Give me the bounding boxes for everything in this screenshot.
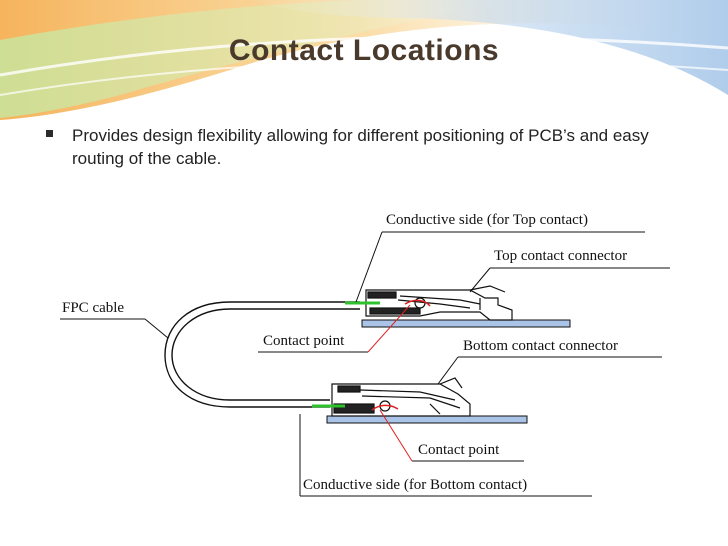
label-contact-point-top: Contact point — [263, 333, 345, 349]
bottom-contact-mark — [371, 404, 399, 411]
bottom-pcb — [326, 415, 528, 424]
label-fpc-cable: FPC cable — [62, 300, 125, 316]
slide-title: Contact Locations — [228, 34, 500, 67]
label-conductive-side-bottom: Conductive side (for Bottom contact) — [303, 477, 528, 493]
bullet-marker — [46, 130, 53, 137]
leader-lines — [60, 231, 670, 497]
label-conductive-side-top: Conductive side (for Top contact) — [386, 212, 588, 228]
bullet-text: Provides design flexibility allowing for… — [72, 126, 649, 168]
top-contact-connector — [365, 285, 513, 321]
fpc-cable — [164, 301, 360, 408]
bottom-contact-connector — [331, 377, 471, 417]
top-pcb — [361, 319, 571, 328]
top-contact-mark — [404, 299, 431, 307]
label-bottom-contact-connector: Bottom contact connector — [463, 338, 618, 354]
label-contact-point-bottom: Contact point — [418, 442, 500, 458]
label-top-contact-connector: Top contact connector — [494, 248, 628, 264]
